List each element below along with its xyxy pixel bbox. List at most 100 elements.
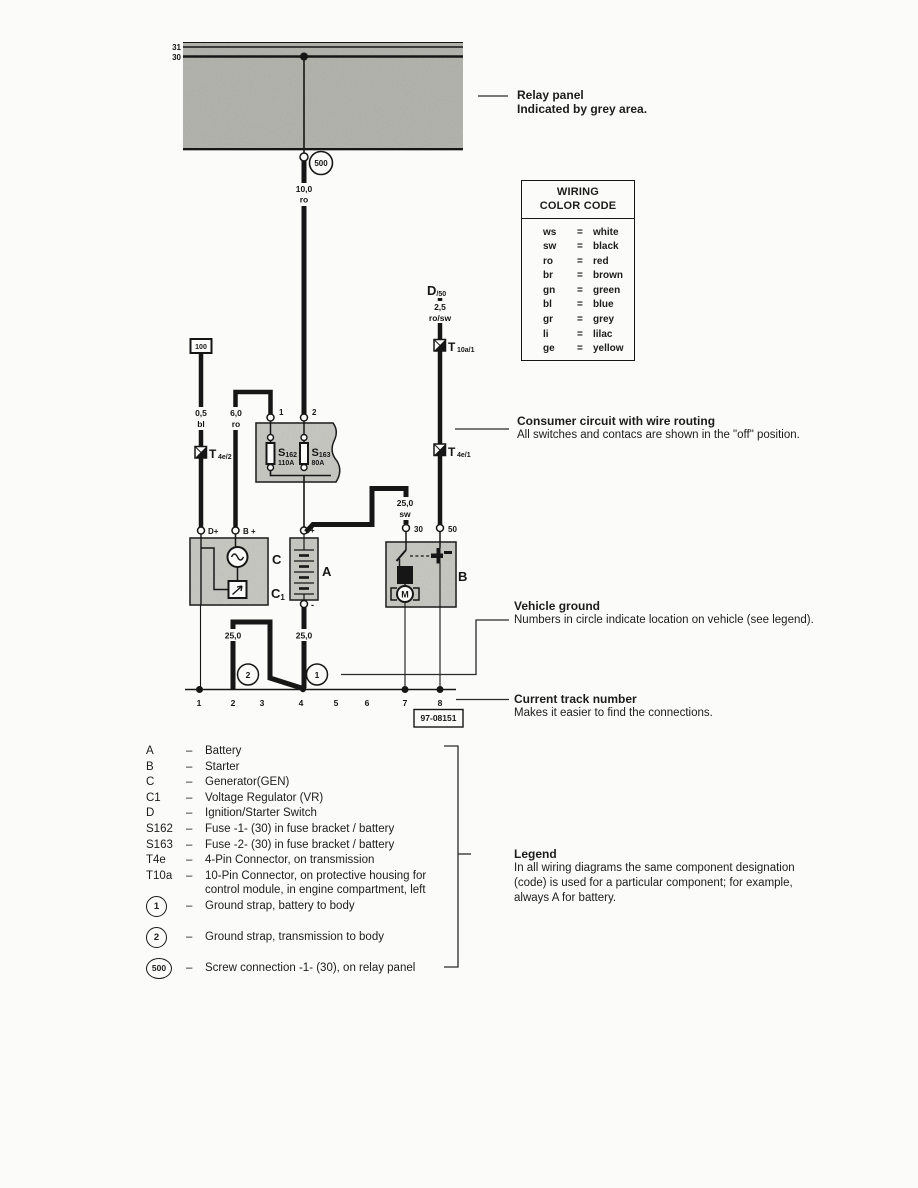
wire-main-color: ro [300,195,309,205]
terminal-dplus [196,526,206,535]
battery-plus-label: + [310,526,315,535]
track-5: 5 [334,698,339,708]
color-code-rows: ws=white sw=black ro=red br=brown gn=gre… [522,219,634,357]
legend-row-ground2: 2–Ground strap, transmission to body [146,927,463,948]
annotation-relay-panel: Relay panel Indicated by grey area. [517,88,737,117]
wire-batt-starter: 25,0 sw [304,486,421,534]
ground-1-circle [305,663,329,686]
color-code-row: sw=black [543,241,619,253]
ground-1-label: 1 [315,670,320,680]
color-code-title-line1: WIRING [556,186,600,198]
bus-31-label: 31 [172,43,181,52]
annotation-ground-body: Numbers in circle indicate location on v… [514,614,814,627]
track-1: 1 [197,698,202,708]
connector-t4e1-icon [433,443,447,457]
ground-1-legend-icon: 1 [146,896,167,917]
track-6: 6 [365,698,370,708]
connector-t4e2-label: T [209,447,217,461]
screw-500-label: 500 [314,159,328,168]
ground-section: 25,0 25,0 2 1 1 2 3 4 5 6 7 8 97-08151 [185,607,464,728]
annotation-legend-body: In all wiring diagrams the same componen… [514,862,795,904]
color-code-row: gr=grey [543,314,615,326]
track-3: 3 [260,698,265,708]
wire-main-size: 10,0 [296,184,313,194]
connector-t4e2-sub: 4e/2 [218,454,232,461]
legend-row-t4e: T4e–4-Pin Connector, on transmission [146,854,375,866]
terminal-dplus-label: D+ [208,527,219,536]
solenoid-coil-icon [397,566,413,584]
connector-t10a-icon [433,338,447,352]
battery-minus-label: - [311,600,314,610]
component-c1-sub: 1 [280,593,285,602]
color-code-row: br=brown [543,270,623,282]
starter-50-label: 50 [448,525,457,534]
legend-row-d: D–Ignition/Starter Switch [146,807,317,819]
doc-number-box [413,708,464,728]
ground-2-circle [236,663,260,686]
fuse-s162-amp: 110A [278,460,294,467]
callout-lines [341,95,509,968]
wire-ign-size: 2,5 [434,302,446,312]
solenoid-actuator-icon [431,548,452,564]
fuse-terminal-1-label: 1 [279,408,284,417]
annotation-consumer-circuit: Consumer circuit with wire routing All s… [517,414,852,443]
starter-30-terminal [401,523,411,533]
svg-text:S163: S163 [312,447,331,459]
connector-t10a-sub: 10a/1 [457,347,475,354]
fuse-s163-amp: 80A [312,460,325,467]
doc-number: 97-08151 [421,713,457,723]
starter-component: 30 50 M B [385,523,467,689]
battery-component: + - A [289,526,332,610]
fuse-s162-num: 162 [285,452,297,459]
annotation-legend-title: Legend [514,847,557,861]
starter-motor-label: M [401,590,409,600]
component-c-label: C [272,552,282,567]
annotation-consumer-title: Consumer circuit with wire routing [517,414,716,428]
branch-left: 100 0,5 bl T 4e/2 [189,338,232,527]
color-code-row: ro=red [543,255,609,267]
annotation-ground-title: Vehicle ground [514,599,601,613]
ground-2-label: 2 [246,670,251,680]
annotation-vehicle-ground: Vehicle ground Numbers in circle indicat… [514,599,836,628]
fuse-s162-label: S [278,447,285,459]
annotation-consumer-body: All switches and contacs are shown in th… [517,429,800,442]
fuse-terminal-2 [299,413,309,422]
starter-50-terminal [435,523,445,533]
starter-30-label: 30 [414,525,423,534]
color-code-title-line2: COLOR CODE [539,199,617,212]
color-code-row: gn=green [543,284,621,296]
annotation-track-title: Current track number [514,692,637,706]
track-7: 7 [403,698,408,708]
component-legend-list: A–Battery B–Starter C–Generator(GEN) C1–… [146,744,478,984]
wiring-color-code-box: WIRING COLOR CODE ws=white sw=black ro=r… [521,180,635,361]
legend-row-a: A–Battery [146,745,242,757]
fuse-s163-icon [299,442,309,465]
wire-gnd-trans-size: 25,0 [225,631,242,641]
component-c1-label: C [271,586,281,601]
connector-t10a-label: T [448,340,456,354]
annotation-relay-title: Relay panel [517,88,584,102]
color-code-title: WIRING COLOR CODE [522,181,634,219]
annotation-relay-body: Indicated by grey area. [517,102,648,117]
legend-row-c: C–Generator(GEN) [146,776,290,788]
wire-bs-size: 25,0 [397,498,414,508]
ignition-d-sub: /50 [436,291,446,298]
fuse-terminal-2-label: 2 [312,408,317,417]
wire-bs-color: sw [399,509,411,519]
color-code-row: li=lilac [543,328,613,340]
ground-2-legend-icon: 2 [146,927,167,948]
component-b-label: B [458,569,467,584]
wire-main-10-ro: 10,0 ro [291,161,318,414]
legend-row-screw500: 500–Screw connection -1- (30), on relay … [146,958,463,979]
wire-left-color: bl [197,419,205,429]
generator-component: D+ B + C C1 [189,526,285,689]
annotation-legend: Legend In all wiring diagrams the same c… [514,847,806,905]
wire-gen-6-ro: 6,0 ro [224,389,273,527]
legend-row-ground1: 1–Ground strap, battery to body [146,896,463,917]
svg-text:C1: C1 [271,586,285,602]
annotation-current-track: Current track number Makes it easier to … [514,692,844,721]
fuse-s163-label: S [312,447,319,459]
fuse-s162-icon [265,442,276,465]
legend-row-t10a: T10a–10-Pin Connector, on protective hou… [146,869,427,896]
